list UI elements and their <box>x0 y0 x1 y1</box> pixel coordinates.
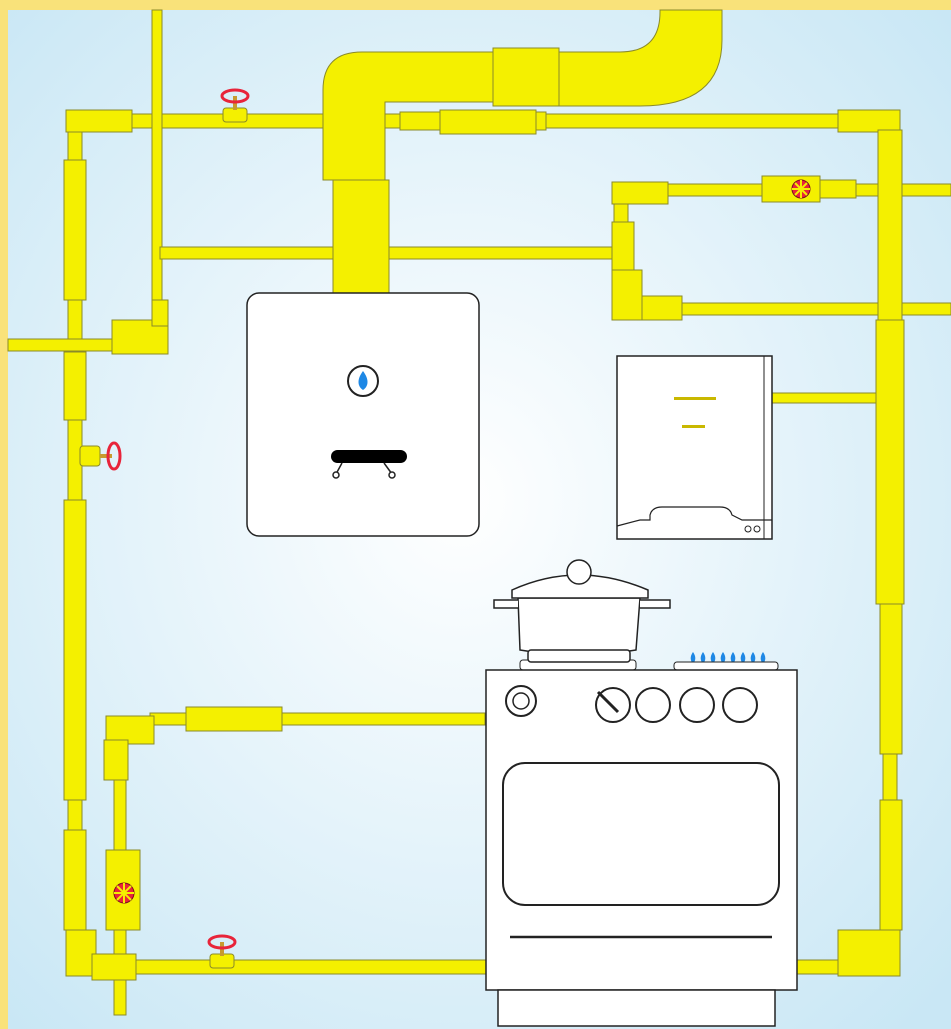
pot-handle-right <box>640 599 671 609</box>
flame-icon <box>750 652 756 664</box>
flue-pipe <box>322 9 723 297</box>
coupling <box>63 829 87 931</box>
stove-drawer[interactable] <box>497 989 776 1027</box>
coupling <box>63 351 87 421</box>
control-knob[interactable] <box>635 687 671 723</box>
heater-knob <box>753 525 761 533</box>
coupling <box>151 299 169 327</box>
flame-icon <box>690 652 696 664</box>
burner-base <box>673 661 779 671</box>
boiler-foot <box>388 471 396 479</box>
coupling <box>837 109 901 133</box>
gas-stove-icon <box>485 559 798 1027</box>
valve-body <box>79 445 101 467</box>
coupling <box>879 799 903 931</box>
coupling <box>611 181 669 205</box>
coupling <box>875 319 905 605</box>
coupling <box>91 953 137 981</box>
flame-icon <box>700 652 706 664</box>
flame-icon <box>710 652 716 664</box>
cooking-pot-icon <box>493 559 671 663</box>
flame-icon <box>720 652 726 664</box>
coupling <box>837 929 901 977</box>
pot-handle-left <box>493 599 518 609</box>
flame-icon <box>730 652 736 664</box>
wall-mounted-gas-boiler-icon <box>246 292 480 537</box>
coupling <box>535 111 547 131</box>
pipe-middle-horizontal <box>159 246 623 260</box>
handwheel-valve-icon[interactable] <box>220 88 250 123</box>
valve-stem <box>100 454 112 458</box>
coupling <box>611 269 643 321</box>
burner-flames <box>690 652 766 664</box>
boiler-legs <box>332 462 396 479</box>
pipe-water-heater-connection <box>771 392 883 404</box>
pipe-fittings <box>63 109 905 981</box>
coupling <box>819 179 857 199</box>
flue-vertical <box>332 179 390 297</box>
coupling <box>105 715 155 745</box>
valve-handwheel <box>220 88 250 104</box>
pot-body <box>517 597 641 656</box>
valve-body <box>222 107 248 123</box>
stove-control-knobs <box>595 687 758 723</box>
valve-handwheel <box>106 441 122 471</box>
valve-handwheel <box>207 934 237 950</box>
boiler-burner-bar <box>331 450 407 463</box>
pipe-riser-top <box>151 9 163 311</box>
control-knob-pointer <box>596 690 620 714</box>
heater-knob <box>744 525 752 533</box>
boiler-casing <box>246 292 480 537</box>
coupling <box>879 603 903 755</box>
coupling <box>63 499 87 801</box>
valve-vanes <box>114 883 134 903</box>
flue-top-elbow <box>558 9 723 107</box>
handwheel-valve-icon[interactable] <box>79 441 122 471</box>
control-knob[interactable] <box>722 687 758 723</box>
coupling <box>641 295 683 321</box>
coupling <box>63 159 87 301</box>
flame-icon <box>760 652 766 664</box>
heater-bottom-panel <box>616 506 772 527</box>
butterfly-valve-icon[interactable] <box>113 882 135 904</box>
coupling <box>103 739 129 781</box>
coupling <box>399 111 441 131</box>
valve-vanes <box>792 180 810 198</box>
pot-base <box>527 649 631 663</box>
stove-ignition-knob-inner <box>512 692 530 710</box>
pipe-right-branch-bottom <box>639 302 951 316</box>
heater-indicator <box>674 397 716 400</box>
pilot-flame-icon <box>358 371 368 390</box>
coupling <box>65 109 133 133</box>
coupling <box>877 129 903 321</box>
flue-coupling <box>492 47 560 107</box>
handwheel-valve-icon[interactable] <box>207 934 237 969</box>
valve-body <box>209 953 235 969</box>
boiler-foot <box>332 471 340 479</box>
flue-elbow <box>322 51 496 181</box>
coupling <box>761 175 821 203</box>
oven-door-window[interactable] <box>502 762 780 906</box>
coupling <box>185 706 283 732</box>
flame-icon <box>740 652 746 664</box>
gas-water-heater-icon <box>616 355 773 540</box>
heater-indicator <box>682 425 705 428</box>
control-knob[interactable] <box>679 687 715 723</box>
coupling <box>65 929 97 977</box>
pot-lid-knob <box>566 559 592 585</box>
heater-casing <box>616 355 773 540</box>
pot-lid <box>511 574 649 599</box>
butterfly-valve-icon[interactable] <box>791 179 811 199</box>
coupling <box>439 109 537 135</box>
